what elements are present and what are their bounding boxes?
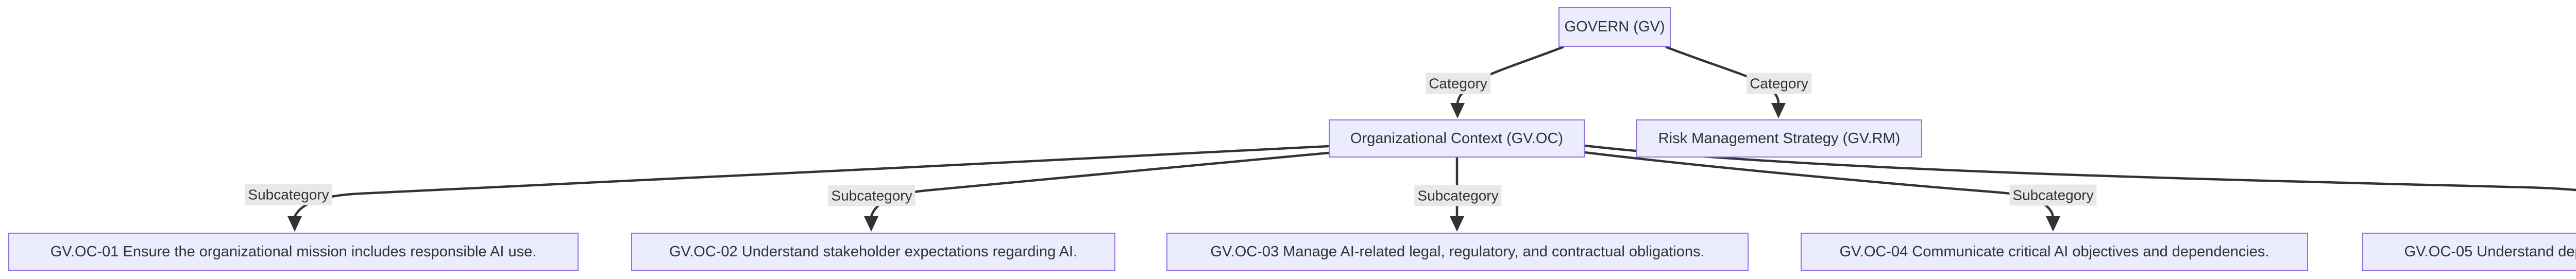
node-gv-oc-04: GV.OC-04 Communicate critical AI objecti…: [1801, 233, 2308, 271]
node-gv-oc-02-label: GV.OC-02 Understand stakeholder expectat…: [669, 243, 1078, 260]
node-govern-gv-label: GOVERN (GV): [1564, 19, 1665, 36]
edge-label-subcategory-2: Subcategory: [828, 185, 916, 206]
node-govern-gv: GOVERN (GV): [1558, 7, 1671, 47]
node-risk-management-strategy: Risk Management Strategy (GV.RM): [1636, 119, 1922, 158]
edge-line: [1584, 144, 2576, 191]
node-gv-oc-03: GV.OC-03 Manage AI-related legal, regula…: [1166, 233, 1749, 271]
node-gv-oc-01: GV.OC-01 Ensure the organizational missi…: [8, 233, 579, 271]
edge-line: [870, 151, 1329, 217]
arrowhead-icon: [864, 216, 878, 232]
node-gv-oc-02: GV.OC-02 Understand stakeholder expectat…: [631, 233, 1115, 271]
edge-line: [293, 145, 1329, 217]
edge-gvoc-to-gvoc05: [1584, 144, 2576, 191]
node-gv-oc-01-label: GV.OC-01 Ensure the organizational missi…: [50, 243, 537, 260]
node-organizational-context-label: Organizational Context (GV.OC): [1350, 130, 1564, 147]
edge-label-subcategory-3: Subcategory: [1414, 185, 1502, 206]
arrowhead-icon: [2046, 216, 2060, 232]
arrowhead-icon: [287, 216, 302, 232]
node-organizational-context: Organizational Context (GV.OC): [1329, 119, 1585, 158]
arrowhead-icon: [1450, 103, 1465, 118]
node-gv-oc-05: GV.OC-05 Understand dependencies on exte…: [2362, 233, 2576, 271]
node-risk-management-strategy-label: Risk Management Strategy (GV.RM): [1658, 130, 1901, 147]
edge-gvoc-to-gvoc01: [287, 145, 1329, 232]
arrowhead-icon: [1771, 103, 1786, 118]
edge-label-subcategory-1: Subcategory: [245, 184, 332, 205]
arrowhead-icon: [1450, 216, 1464, 232]
edge-label-subcategory-4: Subcategory: [2009, 184, 2097, 206]
edge-label-category-1: Category: [1426, 73, 1490, 94]
node-gv-oc-03-label: GV.OC-03 Manage AI-related legal, regula…: [1210, 243, 1705, 260]
node-gv-oc-04-label: GV.OC-04 Communicate critical AI objecti…: [1839, 243, 2269, 260]
edge-label-category-2: Category: [1747, 73, 1811, 94]
edge-gvoc-to-gvoc02: [864, 151, 1329, 232]
edge-line: [1584, 151, 2055, 217]
node-gv-oc-05-label: GV.OC-05 Understand dependencies on exte…: [2404, 243, 2576, 260]
